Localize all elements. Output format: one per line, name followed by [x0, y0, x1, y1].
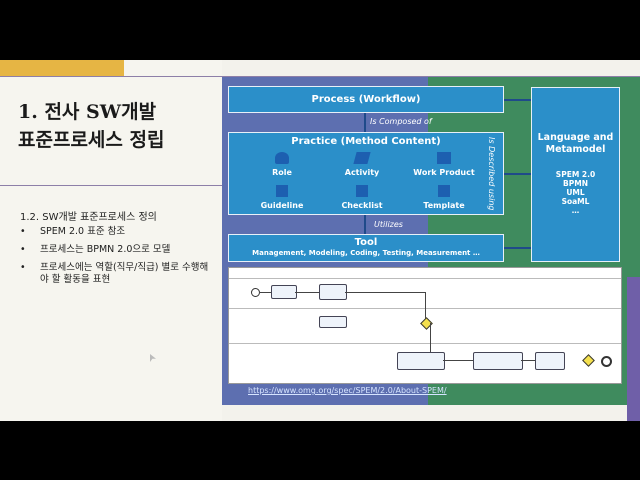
work-product-label: Work Product: [413, 168, 475, 177]
activity-icon: [353, 152, 371, 164]
slide-text-panel: 1. 전사 SW개발 표준프로세스 정립 1.2. SW개발 표준프로세스 정의…: [0, 60, 222, 421]
language-item: SoaML: [561, 197, 590, 206]
activity-element: Activity: [327, 152, 397, 177]
title-divider: [0, 185, 222, 186]
language-title: Language and Metamodel: [537, 132, 614, 155]
practice-title: Practice (Method Content): [291, 136, 441, 147]
role-element: Role: [247, 152, 317, 177]
bullet-item: SPEM 2.0 표준 참조: [20, 226, 210, 238]
bpmn-task: [397, 352, 445, 370]
bpmn-process-image: [228, 267, 622, 384]
tool-description: Management, Modeling, Coding, Testing, M…: [252, 249, 480, 257]
bpmn-task: [319, 284, 347, 300]
reference-link[interactable]: https://www.omg.org/spec/SPEM/2.0/About-…: [248, 386, 447, 395]
spem-diagram: Process (Workflow) Is Composed of Practi…: [222, 77, 627, 405]
bpmn-lane: [229, 343, 621, 383]
language-item: BPMN: [563, 179, 588, 188]
language-item: UML: [566, 188, 585, 197]
end-event-icon: [601, 356, 612, 367]
work-product-icon: [437, 152, 451, 164]
role-label: Role: [272, 168, 292, 177]
slide-title-line2: 표준프로세스 정립: [18, 129, 165, 151]
role-icon: [275, 152, 289, 164]
sequence-flow: [430, 323, 431, 353]
bpmn-task: [535, 352, 565, 370]
bpmn-task: [473, 352, 523, 370]
described-arrow-mid: [504, 173, 531, 175]
bpmn-task: [319, 316, 347, 328]
sequence-flow: [345, 292, 425, 293]
language-box: Language and Metamodel SPEM 2.0 BPMN UML…: [531, 87, 620, 262]
checklist-icon: [356, 185, 368, 197]
language-list: SPEM 2.0 BPMN UML SoaML …: [532, 170, 619, 215]
tool-box: Tool Management, Modeling, Coding, Testi…: [228, 234, 504, 262]
composed-label: Is Composed of: [370, 117, 432, 126]
section-subtitle: 1.2. SW개발 표준프로세스 정의: [20, 212, 157, 223]
sequence-flow: [425, 292, 426, 322]
template-icon: [438, 185, 450, 197]
work-product-element: Work Product: [409, 152, 479, 177]
bpmn-task: [271, 285, 297, 299]
bpmn-lane: [229, 278, 621, 309]
slide-title-line1: 1. 전사 SW개발: [18, 101, 157, 123]
guideline-icon: [276, 185, 288, 197]
template-label: Template: [423, 201, 465, 210]
sequence-flow: [443, 360, 473, 361]
header-divider: [0, 76, 640, 77]
composed-arrow: [364, 113, 366, 132]
template-element: Template: [409, 185, 479, 210]
mouse-cursor-icon: [150, 354, 156, 362]
bullet-item: 프로세스에는 역할(직무/직급) 별로 수행해야 할 활동을 표현: [20, 262, 210, 286]
slide: 1. 전사 SW개발 표준프로세스 정립 1.2. SW개발 표준프로세스 정의…: [0, 60, 640, 421]
utilizes-arrow: [364, 215, 366, 234]
bullet-item: 프로세스는 BPMN 2.0으로 모델: [20, 244, 210, 256]
practice-box: Practice (Method Content) Role Activity …: [228, 132, 504, 215]
decor-strip-green: [627, 77, 640, 277]
tool-title: Tool: [354, 237, 378, 248]
guideline-element: Guideline: [247, 185, 317, 210]
activity-label: Activity: [344, 168, 380, 177]
language-item: …: [571, 206, 580, 215]
decor-strip-purple: [627, 277, 640, 421]
sequence-flow: [295, 292, 319, 293]
slide-title: 1. 전사 SW개발 표준프로세스 정립: [18, 98, 218, 154]
described-arrow-bottom: [504, 247, 531, 249]
accent-stripe: [0, 60, 124, 76]
guideline-label: Guideline: [260, 201, 304, 210]
described-arrow-top: [504, 99, 531, 101]
sequence-flow: [521, 360, 535, 361]
checklist-label: Checklist: [341, 201, 383, 210]
utilizes-label: Utilizes: [374, 220, 403, 229]
process-box: Process (Workflow): [228, 86, 504, 113]
sequence-flow: [259, 292, 271, 293]
checklist-element: Checklist: [327, 185, 397, 210]
bullet-list: SPEM 2.0 표준 참조 프로세스는 BPMN 2.0으로 모델 프로세스에…: [20, 226, 210, 292]
language-item: SPEM 2.0: [555, 170, 596, 179]
described-label: Is Described using: [487, 137, 496, 211]
